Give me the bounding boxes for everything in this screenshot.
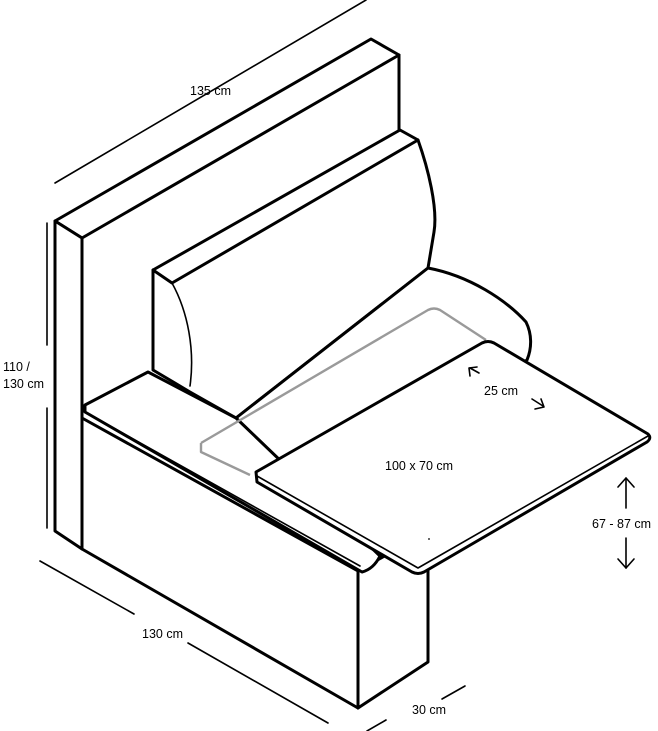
back-panel <box>53 37 401 551</box>
back-cushion-side-curve <box>171 282 193 387</box>
seat-slab-edge <box>84 411 361 567</box>
seat-width-label: 130 cm <box>142 627 183 641</box>
back-width-line <box>54 0 367 184</box>
table <box>254 340 652 575</box>
table-marker-dot <box>428 538 430 540</box>
table-edge <box>256 435 649 569</box>
slide-arrow-down-icon <box>531 398 545 410</box>
dimension-lines <box>39 0 466 731</box>
ghost-table <box>199 307 487 477</box>
height-label-line2: 130 cm <box>3 377 44 391</box>
table-slide-label: 25 cm <box>484 384 518 398</box>
arrows <box>468 366 635 569</box>
height-arrow-down-icon <box>617 537 635 569</box>
back-width-label: 135 cm <box>190 84 231 98</box>
depth-label: 30 cm <box>412 703 446 717</box>
height-arrow-up-icon <box>617 477 635 509</box>
height-label-line1: 110 / <box>3 360 30 374</box>
bench-base <box>80 416 430 710</box>
depth-line-left <box>366 719 387 731</box>
table-size-label: 100 x 70 cm <box>385 459 453 473</box>
back-panel-front <box>53 219 84 551</box>
slide-arrow-up-icon <box>468 366 480 377</box>
table-height-label: 67 - 87 cm <box>592 517 651 531</box>
seat-width-line-right <box>187 642 329 724</box>
bench-base-side <box>356 552 430 710</box>
depth-line-right <box>441 685 466 700</box>
table-top <box>254 340 652 575</box>
seat-width-line-left <box>39 560 135 615</box>
